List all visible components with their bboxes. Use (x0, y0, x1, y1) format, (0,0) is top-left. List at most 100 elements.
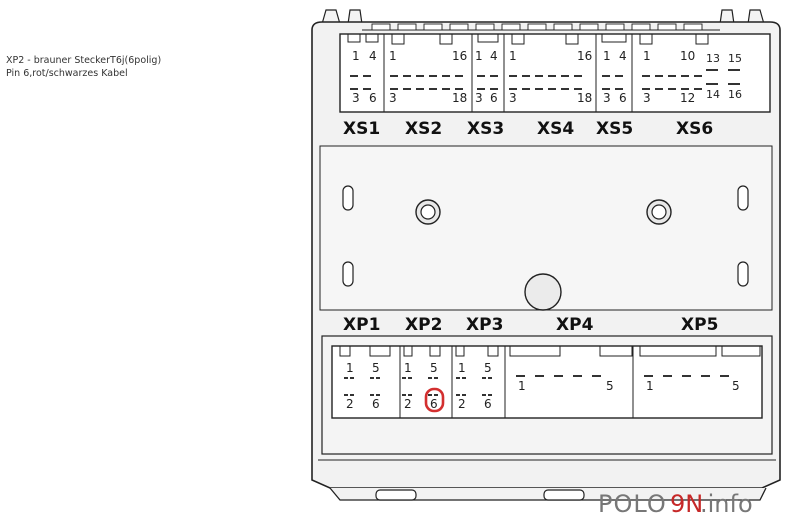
notch (347, 34, 361, 43)
ridge-slot (475, 23, 495, 31)
pin-label: 1 (518, 379, 526, 393)
ridge-slot (423, 23, 443, 31)
ridge-slot (553, 23, 573, 31)
notch (369, 346, 391, 357)
pin-label: 4 (369, 49, 377, 63)
pin-label: 2 (404, 397, 412, 411)
pin-label: 1 (509, 49, 517, 63)
ridge-slot (657, 23, 677, 31)
pin-label: 1 (646, 379, 654, 393)
pin-label: 3 (603, 91, 611, 105)
notch (365, 34, 379, 43)
label-xp3: XP3 (466, 315, 503, 335)
pin-label: 12 (680, 91, 695, 105)
xp-pin-dashes (344, 375, 729, 396)
mounting-slots (342, 185, 749, 287)
pin-label: 5 (484, 361, 492, 375)
pin-label: 5 (606, 379, 614, 393)
pin-label: 18 (452, 91, 467, 105)
screw-right-inner (651, 204, 667, 220)
pin-label: 1 (346, 361, 354, 375)
pin-label: 6 (484, 397, 492, 411)
notch (511, 34, 525, 45)
notch (639, 346, 717, 357)
pin-label: 3 (643, 91, 651, 105)
pin-label: 16 (728, 88, 742, 101)
pin-label: 16 (577, 49, 592, 63)
label-xp1: XP1 (343, 315, 380, 335)
xp-dividers (399, 346, 634, 418)
pin-label: 16 (452, 49, 467, 63)
caption-line-2: Pin 6,rot/schwarzes Kabel (6, 68, 128, 79)
screws (415, 199, 672, 311)
watermark-polo: POLO (598, 490, 667, 518)
notch (487, 346, 499, 357)
ridge-slot (683, 23, 703, 31)
pin-label: 1 (389, 49, 397, 63)
highlight-ring (424, 387, 445, 413)
xp-notches (339, 346, 761, 357)
ridge-slot (501, 23, 521, 31)
ridge-slots (371, 23, 703, 31)
notch (695, 34, 709, 45)
pin-label: 15 (728, 52, 742, 65)
pin-label-highlighted: 6 (430, 397, 438, 411)
label-xp4: XP4 (556, 315, 594, 335)
pin-label: 1 (603, 49, 611, 63)
ridge-slot (371, 23, 391, 31)
pin-label: 2 (458, 397, 466, 411)
notch (639, 34, 653, 45)
pin-label: 2 (346, 397, 354, 411)
label-xs1: XS1 (343, 119, 380, 139)
pin-label: 3 (352, 91, 360, 105)
pin-label: 5 (732, 379, 740, 393)
notch (721, 346, 761, 357)
pin-label: 6 (369, 91, 377, 105)
notch (455, 346, 465, 357)
pin-label: 1 (352, 49, 360, 63)
slot-left-lower (342, 261, 354, 287)
pin-label: 5 (430, 361, 438, 375)
pin-label: 1 (475, 49, 483, 63)
slot-right-upper (737, 185, 749, 211)
ridge-slot (449, 23, 469, 31)
ridge-slot (631, 23, 651, 31)
notch (391, 34, 405, 45)
ridge-slot (397, 23, 417, 31)
pin-label: 6 (372, 397, 380, 411)
pin-label: 13 (706, 52, 720, 65)
ridge-slot (605, 23, 625, 31)
pin-label: 4 (490, 49, 498, 63)
pin-label: 3 (389, 91, 397, 105)
base-slot-2 (543, 489, 585, 501)
xs-pin-dashes (350, 69, 740, 90)
label-xs2: XS2 (405, 119, 442, 139)
label-xp5: XP5 (681, 315, 718, 335)
pin-label: 6 (490, 91, 498, 105)
pin-label: 18 (577, 91, 592, 105)
pin-label: 5 (372, 361, 380, 375)
base-slot (375, 489, 417, 501)
xp-pin-numbers: 1 5 2 6 1 5 2 6 1 5 2 6 1 5 1 5 (346, 361, 740, 411)
pin-label: 1 (404, 361, 412, 375)
center-boss (524, 273, 562, 311)
pin-label: 1 (458, 361, 466, 375)
watermark: POLO 9N .info (598, 490, 753, 518)
slot-right-lower (737, 261, 749, 287)
label-xs6: XS6 (676, 119, 713, 139)
xs-connector-block (339, 33, 771, 113)
pin-label: 14 (706, 88, 720, 101)
xs-labels: XS1 XS2 XS3 XS4 XS5 XS6 (343, 119, 713, 139)
xs-notches (347, 34, 709, 45)
label-xs4: XS4 (537, 119, 574, 139)
notch (565, 34, 579, 45)
pin-label: 4 (619, 49, 627, 63)
watermark-info: .info (700, 490, 753, 518)
pin-label: 6 (619, 91, 627, 105)
xp-connector-block (331, 345, 763, 419)
xp-labels: XP1 XP2 XP3 XP4 XP5 (343, 315, 718, 335)
ridge-slot (527, 23, 547, 31)
notch (601, 34, 627, 43)
pin-label: 3 (509, 91, 517, 105)
